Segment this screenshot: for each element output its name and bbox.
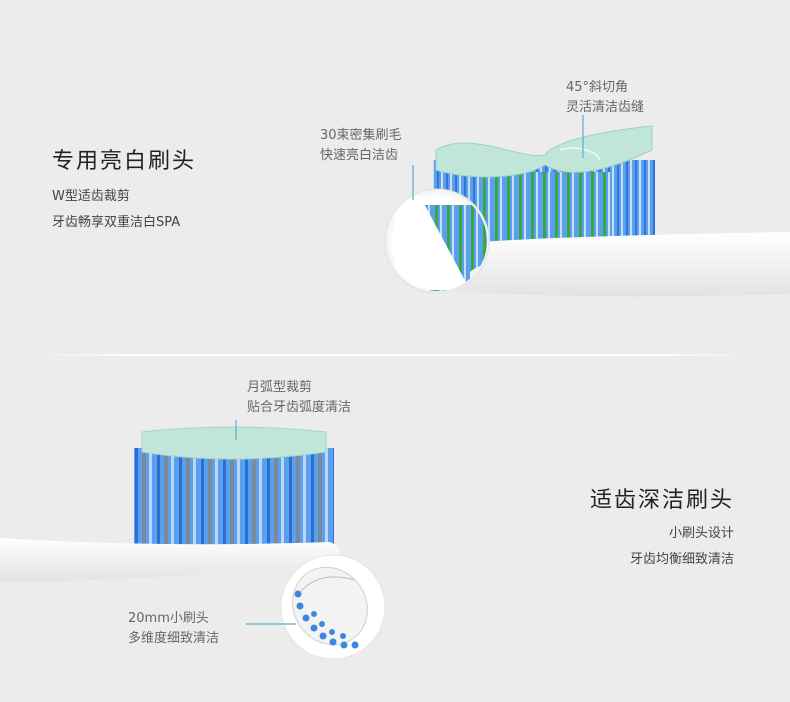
section2-line-1: 小刷头设计 (668, 526, 734, 541)
bristles-green (480, 172, 610, 246)
section1-line-1: W型适齿裁剪 (52, 189, 130, 204)
section2-description: 小刷头设计 牙齿均衡细致清洁 (630, 521, 734, 573)
arc-tips (141, 426, 327, 460)
callout-line-2: 灵活清洁齿缝 (566, 100, 645, 115)
bristles-blue (134, 448, 334, 546)
callout-line-1: 30束密集刷毛 (320, 128, 402, 143)
section-divider (36, 354, 754, 356)
angled-tips (435, 125, 653, 178)
section2-callout-arc: 月弧型裁剪 贴合牙齿弧度清洁 (247, 378, 351, 418)
section1-description: W型适齿裁剪 牙齿畅享双重洁白SPA (52, 184, 180, 236)
callout-line-2: 贴合牙齿弧度清洁 (247, 400, 352, 415)
callout-line-1: 20mm小刷头 (128, 611, 209, 626)
section1-callout-angle: 45°斜切角 灵活清洁齿缝 (566, 78, 644, 118)
section1-callout-bristles: 30束密集刷毛 快速亮白洁齿 (320, 126, 402, 166)
callout-line-1: 月弧型裁剪 (247, 380, 313, 395)
section2-title: 适齿深洁刷头 (589, 488, 734, 513)
callout-line-1: 45°斜切角 (566, 80, 629, 95)
deep-clean-brush-head (0, 420, 386, 660)
brush-handle (420, 232, 790, 297)
callout-line-2: 快速亮白洁齿 (320, 148, 399, 163)
whitening-brush-head (384, 115, 790, 297)
small-round-head (292, 566, 368, 649)
brush-handle (0, 538, 341, 582)
section1-line-2: 牙齿畅享双重洁白SPA (52, 215, 181, 230)
section2-callout-size: 20mm小刷头 多维度细致清洁 (128, 609, 219, 649)
callout-line-2: 多维度细致清洁 (128, 631, 220, 646)
section2-line-2: 牙齿均衡细致清洁 (629, 552, 734, 567)
section1-title: 专用亮白刷头 (52, 149, 197, 174)
